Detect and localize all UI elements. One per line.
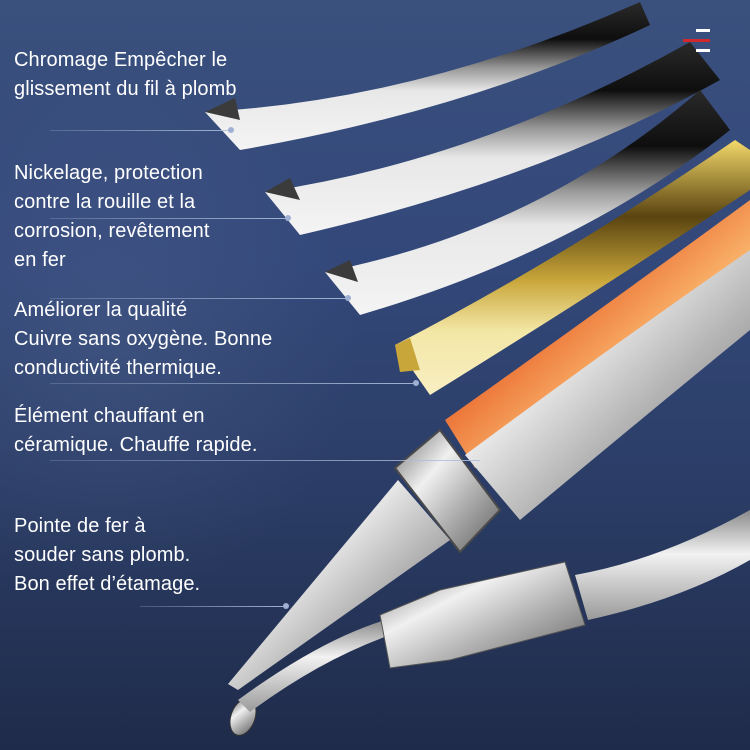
leader-line-tip [140,606,286,607]
menu-bar-bottom [696,49,710,52]
leader-dot-chrome [228,127,234,133]
label-lead-free-tip: Pointe de fer à souder sans plomb. Bon e… [14,515,201,595]
leader-dot-copper [413,380,419,386]
label-nickel-plating: Nickelage, protection contre la rouille … [14,162,210,271]
leader-line-chrome [50,130,232,131]
leader-line-copper [50,383,416,384]
label-ceramic-heater: Élément chauffant en céramique. Chauffe … [14,405,258,456]
leader-dot-iron [345,295,351,301]
background-glow [0,80,360,600]
label-copper-core: Améliorer la qualité Cuivre sans oxygène… [14,299,273,379]
leader-line-nickel [50,218,288,219]
leader-line-ceramic [50,460,480,461]
menu-icon[interactable] [683,29,713,53]
menu-bar-top [696,29,710,32]
leader-dot-nickel [285,215,291,221]
leader-line-iron [50,298,348,299]
label-chrome-plating: Chromage Empêcher le glissement du fil à… [14,49,237,100]
leader-dot-tip [283,603,289,609]
menu-bar-middle [683,39,710,42]
